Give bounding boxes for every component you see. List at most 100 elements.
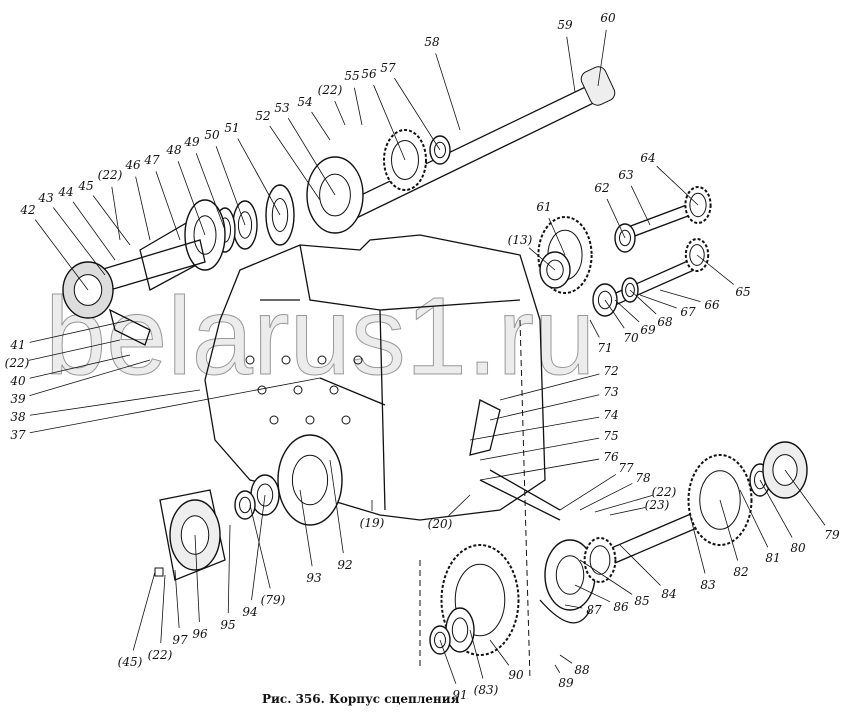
- part-label: 93: [306, 571, 322, 585]
- leader-line: [528, 247, 556, 271]
- leader-line: [629, 289, 657, 315]
- part-label: 56: [361, 67, 377, 81]
- part-label: 95: [220, 618, 235, 632]
- leader-line: [251, 494, 266, 601]
- part-label: 59: [557, 18, 573, 32]
- part-label: 46: [124, 158, 141, 172]
- leader-line: [155, 171, 181, 241]
- part-label: (19): [360, 516, 385, 530]
- leader-line: [489, 394, 600, 421]
- housing-bolt-hole: [305, 415, 315, 425]
- part-label: (79): [261, 593, 286, 607]
- part-label: 74: [603, 408, 618, 422]
- leader-line: [489, 639, 510, 666]
- leader-line: [373, 84, 406, 161]
- leader-line: [439, 639, 457, 684]
- leader-line: [559, 474, 617, 511]
- part-label: 43: [37, 191, 54, 205]
- watermark: belarus1.ru: [44, 275, 596, 398]
- leader-line: [614, 299, 640, 323]
- part-label: 87: [586, 603, 602, 617]
- leader-line: [564, 604, 583, 609]
- part-label: 89: [558, 676, 574, 690]
- rod-76: [479, 479, 561, 521]
- part-label: 77: [618, 461, 634, 475]
- housing-bolt-hole: [293, 385, 303, 395]
- leader-line: [28, 339, 121, 361]
- part-label: 42: [19, 203, 35, 217]
- part-label: 67: [680, 305, 696, 319]
- leader-line: [566, 36, 576, 93]
- housing-body: [204, 234, 546, 521]
- leader-line: [435, 53, 461, 131]
- leader-line: [132, 571, 156, 651]
- part-label: 78: [635, 471, 651, 485]
- part-label: 49: [183, 135, 200, 149]
- part-label: 85: [634, 594, 649, 608]
- part-label: (13): [508, 233, 533, 247]
- part-label: 48: [165, 143, 182, 157]
- part-label: (45): [118, 655, 143, 669]
- leader-line: [594, 494, 653, 513]
- leader-line: [269, 125, 321, 201]
- part-label: 57: [380, 61, 396, 75]
- leader-line: [479, 437, 600, 461]
- part-label: 51: [224, 121, 239, 135]
- leader-line: [29, 389, 201, 416]
- leader-line: [160, 574, 166, 644]
- housing-edges: [260, 244, 521, 511]
- leader-line: [135, 176, 151, 241]
- leader-line: [559, 654, 573, 664]
- figure-caption: Рис. 356. Корпус сцепления: [262, 692, 460, 706]
- leader-line: [111, 186, 121, 241]
- part-label: 82: [733, 565, 748, 579]
- part-label: 69: [640, 323, 656, 337]
- part-label: 52: [255, 109, 270, 123]
- housing-bolt-hole: [353, 355, 363, 365]
- leader-line: [604, 299, 625, 329]
- housing-bolt-hole: [269, 415, 279, 425]
- leader-line: [29, 359, 151, 396]
- fork-41: [109, 308, 151, 346]
- housing-bolt-hole: [317, 355, 327, 365]
- leader-line: [354, 87, 363, 126]
- leader-line: [92, 195, 131, 246]
- part-label: 65: [735, 285, 750, 299]
- hub-83-bore: [451, 617, 469, 643]
- leader-line: [29, 354, 131, 379]
- part-label: 61: [536, 200, 551, 214]
- housing-bolt-hole: [329, 385, 339, 395]
- leader-line: [448, 494, 471, 516]
- flange-93-bore: [291, 454, 329, 506]
- leader-line: [299, 489, 313, 567]
- part-label: 60: [600, 11, 616, 25]
- part-label: 38: [10, 410, 26, 424]
- leader-line: [215, 146, 246, 226]
- part-label: 40: [9, 374, 26, 388]
- cap-96: [159, 489, 226, 581]
- part-label: 79: [824, 528, 840, 542]
- leader-line: [659, 289, 701, 303]
- housing-bolt-hole: [341, 415, 351, 425]
- part-label: 92: [337, 558, 352, 572]
- part-label: 97: [172, 633, 188, 647]
- leader-line: [597, 29, 607, 87]
- leader-line: [469, 629, 484, 679]
- leader-line: [696, 254, 734, 285]
- shaft-37: [319, 377, 386, 406]
- leader-line: [329, 459, 344, 554]
- part-label: 94: [242, 605, 257, 619]
- leader-line: [311, 111, 331, 141]
- part-label: 68: [657, 315, 673, 329]
- part-label: 72: [603, 364, 618, 378]
- part-label: (22): [318, 83, 343, 97]
- leader-line: [29, 377, 321, 434]
- leader-line: [656, 165, 699, 206]
- leader-line: [469, 416, 600, 441]
- leader-line: [334, 100, 346, 126]
- leader-line: [249, 504, 271, 589]
- part-label: (83): [474, 683, 499, 697]
- coupling-85-bore: [555, 555, 585, 595]
- leader-line: [639, 294, 677, 309]
- leader-line: [609, 507, 646, 516]
